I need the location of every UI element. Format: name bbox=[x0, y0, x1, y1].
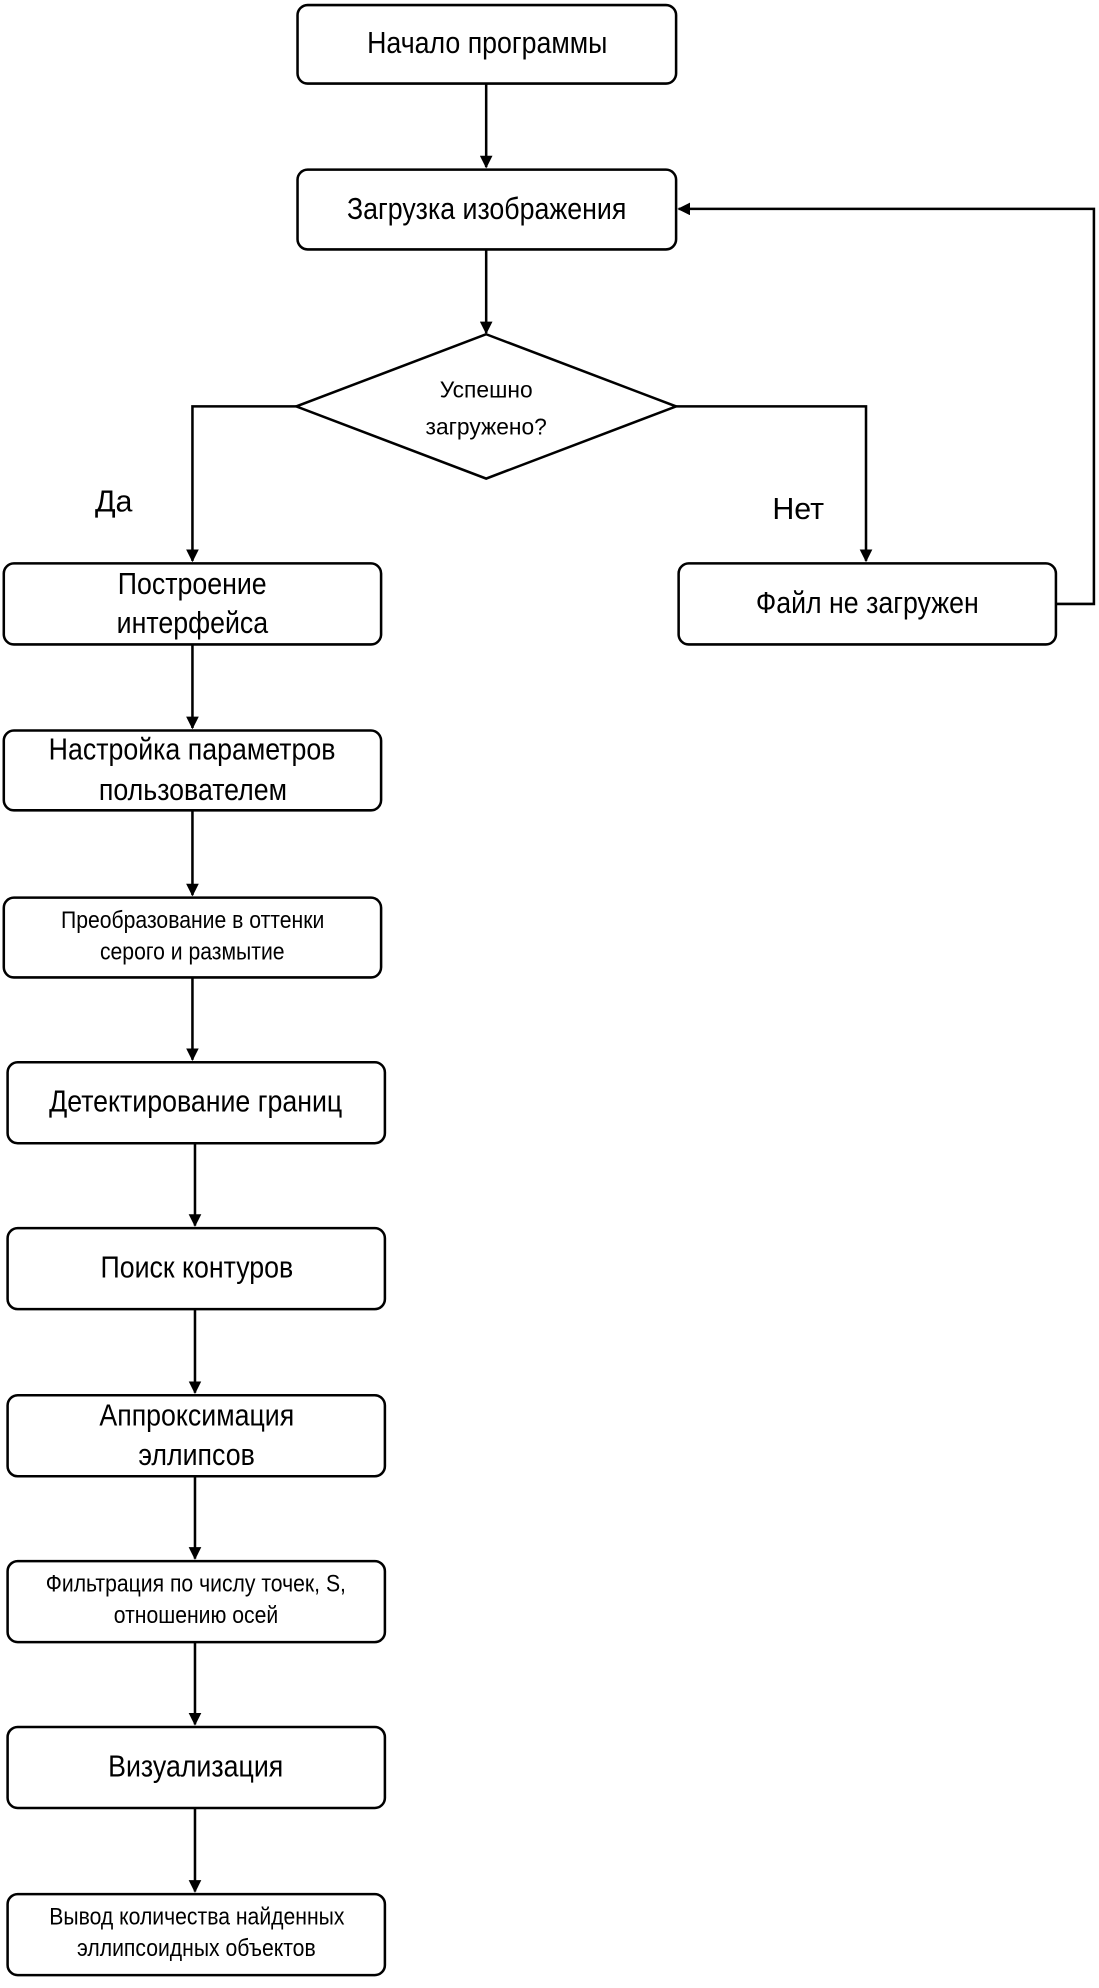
node-text: серого и размытие bbox=[100, 938, 285, 966]
node-text: Построение bbox=[117, 566, 267, 602]
node-text: Загрузка изображения bbox=[347, 192, 627, 227]
node-text: Преобразование в оттенки bbox=[60, 907, 325, 935]
arrow-retry bbox=[677, 202, 1096, 606]
arrow-no bbox=[676, 405, 873, 563]
node-text: Настройка параметров bbox=[49, 733, 336, 768]
node-text: Начало программы bbox=[366, 27, 607, 62]
node-output: Вывод количества найденных эллипсоидных о… bbox=[6, 1892, 387, 1977]
node-text: Поиск контуров bbox=[99, 1251, 293, 1286]
node-visualization: Визуализация bbox=[6, 1725, 387, 1810]
node-text: отношению осей bbox=[114, 1602, 279, 1630]
node-load-image: Загрузка изображения bbox=[296, 168, 678, 251]
node-text: Аппроксимация bbox=[98, 1398, 294, 1433]
node-settings: Настройка параметров пользователем bbox=[2, 729, 383, 812]
node-text: пользователем bbox=[98, 772, 287, 808]
arrow-yes bbox=[186, 405, 297, 563]
node-text: эллипсоидных объектов bbox=[76, 1935, 316, 1963]
yes-label: Да bbox=[94, 484, 133, 520]
node-start: Начало программы bbox=[296, 3, 678, 85]
decision-diamond bbox=[292, 332, 680, 480]
node-approx: Аппроксимация эллипсов bbox=[6, 1393, 387, 1478]
no-label: Нет bbox=[772, 492, 825, 527]
node-text: Детектирование границ bbox=[49, 1085, 343, 1120]
node-contours: Поиск контуров bbox=[6, 1226, 387, 1311]
node-not-loaded: Файл не загружен bbox=[677, 562, 1058, 646]
node-text: интерфейса bbox=[116, 606, 269, 641]
node-text: Вывод количества найденных bbox=[48, 1904, 344, 1932]
node-text: Визуализация bbox=[108, 1750, 284, 1785]
node-filter: Фильтрация по числу точек, S, отношению о… bbox=[6, 1559, 387, 1644]
node-edges: Детектирование границ bbox=[6, 1060, 387, 1145]
node-grayscale: Преобразование в оттенки серого и размыти… bbox=[2, 896, 383, 979]
node-text: Фильтрация по числу точек, S, bbox=[46, 1571, 347, 1599]
node-text: эллипсов bbox=[138, 1438, 255, 1473]
node-build-ui: Построение интерфейса bbox=[2, 562, 383, 646]
node-text: Файл не загружен bbox=[755, 586, 979, 621]
